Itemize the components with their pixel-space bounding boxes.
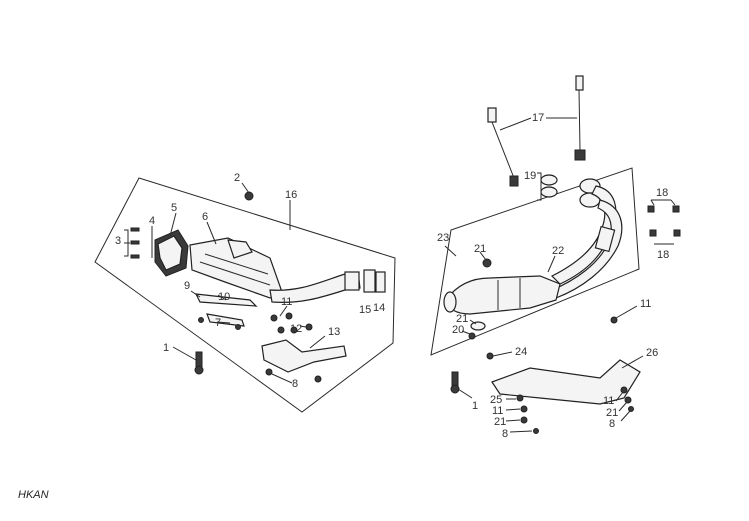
fasteners-left	[130, 191, 322, 383]
fasteners-right	[450, 258, 634, 434]
callout-21-top: 21	[474, 243, 486, 255]
o2-sensors	[487, 75, 586, 187]
callout-18-top: 18	[656, 187, 668, 199]
callout-17: 17	[532, 112, 544, 124]
callout-6: 6	[202, 211, 208, 223]
protector-plate	[206, 313, 245, 327]
callout-23: 23	[437, 232, 449, 244]
callout-1: 1	[163, 342, 169, 354]
callout-21-mid: 21	[456, 313, 468, 325]
callout-4: 4	[149, 215, 155, 227]
callout-labels: 2 16 3 4 5 6 9 10 7 11 12 13 15 14 8 1 1…	[115, 112, 669, 440]
muffler-body	[189, 237, 283, 299]
muffler-group-outline	[94, 177, 396, 413]
callout-2: 2	[234, 172, 240, 184]
callout-15: 15	[359, 304, 371, 316]
link-pipe	[269, 271, 361, 303]
gasket-19b	[540, 186, 558, 198]
mounting-bracket-13	[261, 339, 347, 373]
callout-11-bracket: 11	[603, 395, 614, 407]
callout-11-lower: 11	[492, 405, 503, 417]
callout-9: 9	[184, 280, 190, 292]
footer-code: HKAN	[18, 489, 49, 501]
callout-24: 24	[515, 346, 527, 358]
callout-5: 5	[171, 202, 177, 214]
gasket-19a	[540, 174, 558, 186]
callout-7: 7	[215, 317, 221, 329]
clips-18	[647, 205, 681, 237]
callout-10: 10	[218, 291, 230, 303]
callout-11-right: 11	[640, 298, 651, 310]
leader-lines-left	[124, 182, 326, 384]
clamp-14	[375, 271, 386, 293]
callout-21-bracket: 21	[606, 407, 618, 419]
callout-14: 14	[373, 302, 385, 314]
gasket-15	[363, 269, 376, 293]
callout-8-bracket: 8	[609, 418, 615, 430]
callout-22: 22	[552, 245, 564, 257]
header-pipe	[550, 178, 623, 299]
catalyst-collector	[443, 275, 561, 315]
leader-lines-right	[444, 117, 676, 433]
callout-26: 26	[646, 347, 658, 359]
callout-8-lower: 8	[502, 428, 508, 440]
mounting-bracket-26	[491, 359, 641, 405]
callout-25: 25	[490, 394, 502, 406]
callout-13: 13	[328, 326, 340, 338]
callout-11: 11	[281, 296, 292, 308]
callout-3: 3	[115, 235, 121, 247]
header-group-outline	[430, 167, 640, 356]
callout-19: 19	[524, 170, 536, 182]
callout-12: 12	[290, 323, 302, 335]
callout-18-bottom: 18	[657, 249, 669, 261]
callout-1-right: 1	[472, 400, 478, 412]
callout-21-lower: 21	[494, 416, 506, 428]
callout-16: 16	[285, 189, 297, 201]
callout-8: 8	[292, 378, 298, 390]
callout-20: 20	[452, 324, 464, 336]
end-cap	[154, 229, 189, 277]
